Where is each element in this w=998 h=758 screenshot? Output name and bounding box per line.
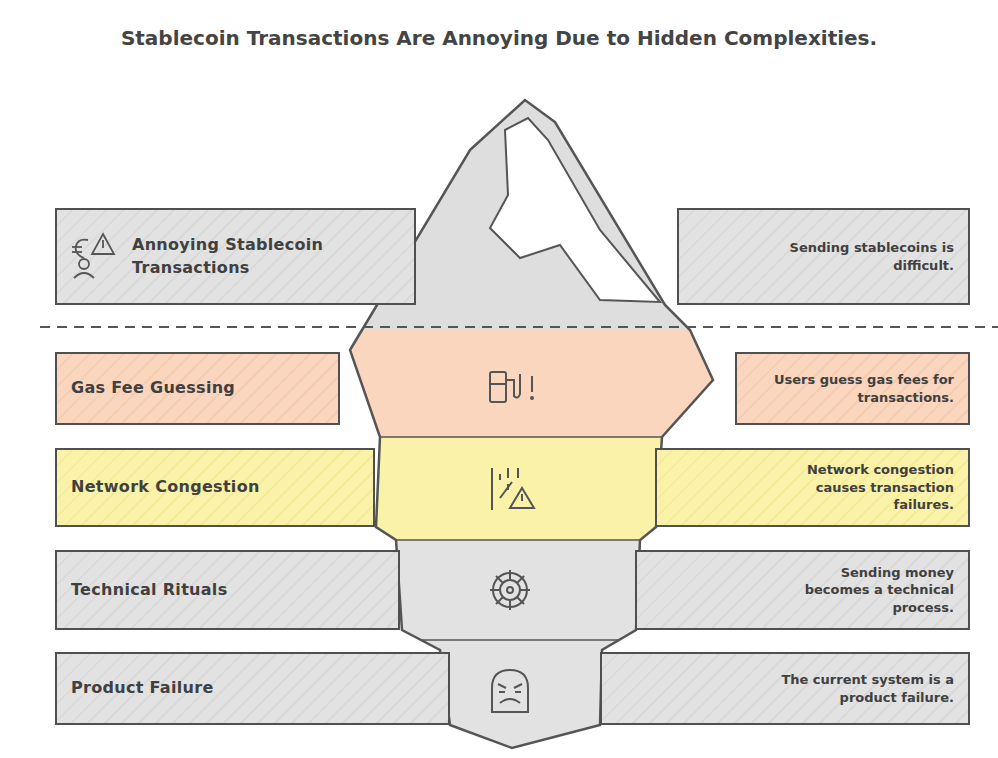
layer-label-box: Technical Rituals bbox=[55, 550, 400, 630]
layer-description: Network congestion causes transaction fa… bbox=[779, 461, 954, 514]
iceberg-outline bbox=[350, 100, 713, 748]
layer-label-box: Annoying Stablecoin Transactions bbox=[55, 208, 416, 305]
waterline bbox=[40, 326, 998, 328]
layer-label: Product Failure bbox=[71, 677, 214, 699]
layer-label: Network Congestion bbox=[71, 476, 260, 498]
layer-label: Technical Rituals bbox=[71, 579, 227, 601]
gas-pump-icon bbox=[490, 372, 533, 402]
layer-label: Annoying Stablecoin Transactions bbox=[132, 234, 398, 279]
layer-description-box: The current system is a product failure. bbox=[600, 652, 970, 725]
layer-label: Gas Fee Guessing bbox=[71, 377, 235, 399]
layer-description: Users guess gas fees for transactions. bbox=[764, 371, 954, 406]
layer-description: Sending money becomes a technical proces… bbox=[774, 564, 954, 617]
layer-label-box: Network Congestion bbox=[55, 448, 375, 527]
layer-label-box: Gas Fee Guessing bbox=[55, 352, 340, 425]
layer-description-box: Sending stablecoins is difficult. bbox=[677, 208, 970, 305]
diagram-title: Stablecoin Transactions Are Annoying Due… bbox=[0, 26, 998, 50]
layer-description-box: Users guess gas fees for transactions. bbox=[735, 352, 970, 425]
congestion-icon bbox=[492, 468, 534, 510]
gear-icon bbox=[490, 570, 530, 610]
layer-description-box: Sending money becomes a technical proces… bbox=[635, 550, 970, 630]
iceberg-peak bbox=[490, 118, 660, 302]
layer-description: Sending stablecoins is difficult. bbox=[784, 239, 954, 274]
layer-description: The current system is a product failure. bbox=[774, 671, 954, 706]
frustrated-face-icon bbox=[492, 670, 528, 712]
layer-description-box: Network congestion causes transaction fa… bbox=[655, 448, 970, 527]
layer-label-box: Product Failure bbox=[55, 652, 450, 725]
